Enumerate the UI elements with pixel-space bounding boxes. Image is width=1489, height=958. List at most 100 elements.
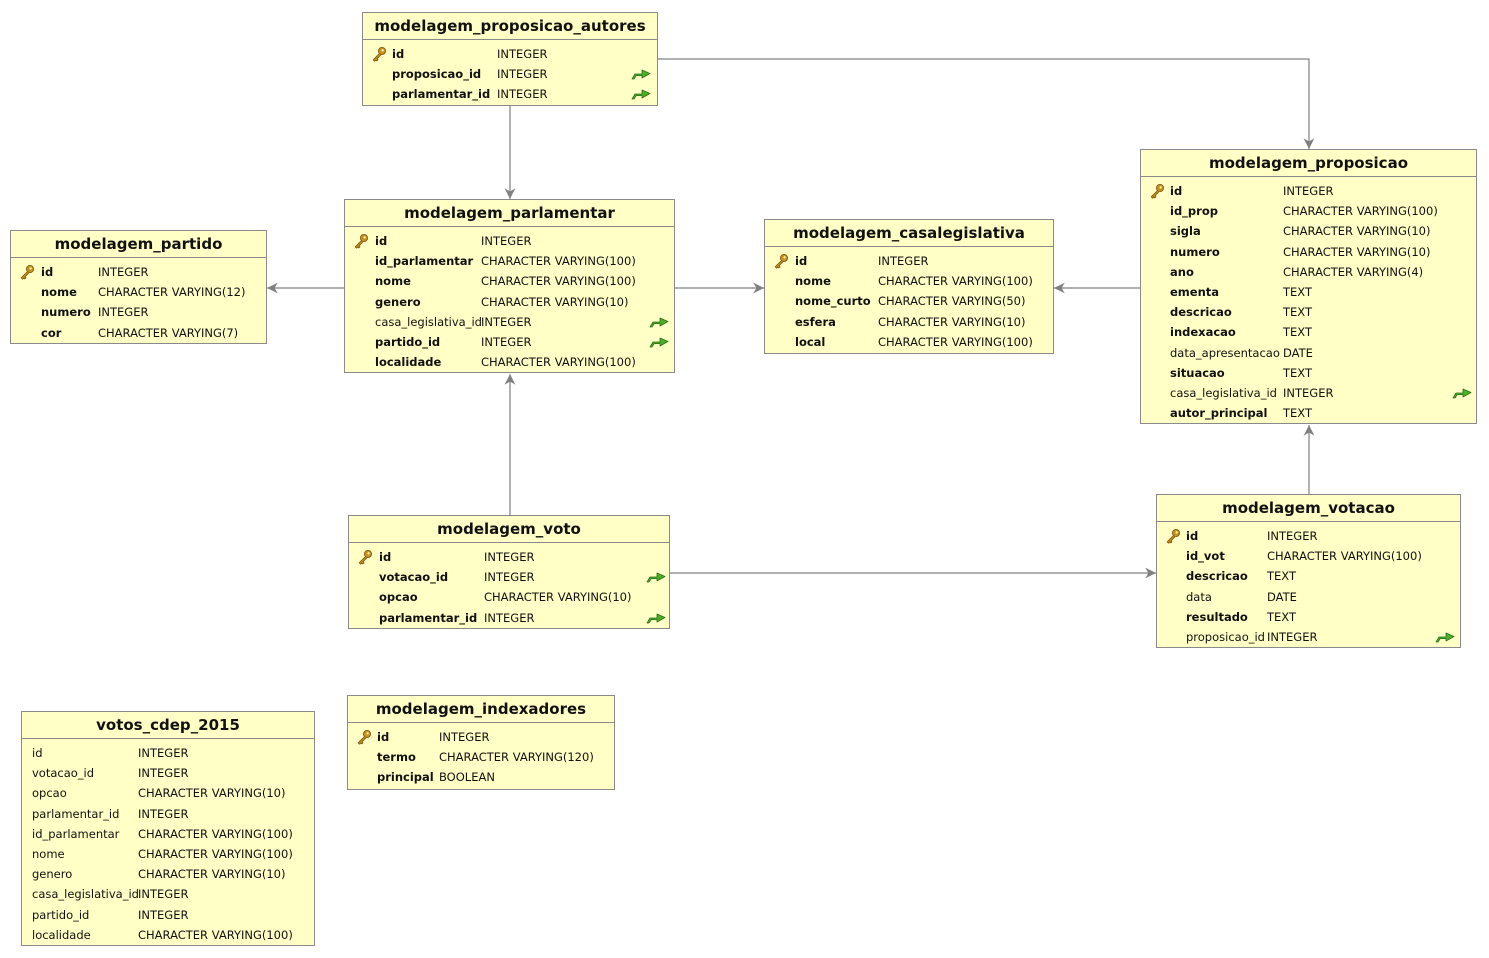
column-name: partido_id — [375, 334, 441, 349]
column-name: genero — [375, 294, 421, 309]
column-type: CHARACTER VARYING(10) — [138, 786, 286, 801]
foreign-key-arrow-icon — [631, 89, 651, 100]
column-type: INTEGER — [481, 234, 532, 248]
table-title: modelagem_proposicao_autores — [363, 13, 657, 40]
column-type: CHARACTER VARYING(7) — [98, 325, 239, 340]
column-type: TEXT — [1283, 325, 1312, 340]
column-name: casa_legislativa_id — [1170, 385, 1277, 400]
foreign-key-arrow-icon — [631, 69, 651, 80]
primary-key-icon — [1150, 184, 1164, 199]
table-title: modelagem_casalegislativa — [765, 220, 1053, 247]
column-name: nome — [41, 285, 77, 300]
table-title: modelagem_voto — [349, 516, 669, 543]
column-type: INTEGER — [98, 265, 149, 279]
column-type: INTEGER — [497, 87, 548, 102]
column-name: situacao — [1170, 365, 1225, 380]
column-name: id — [377, 730, 390, 744]
column-name: proposicao_id — [1186, 629, 1265, 644]
column-type: INTEGER — [138, 766, 189, 781]
column-type: DATE — [1267, 589, 1297, 604]
column-name: nome — [795, 274, 831, 289]
column-row[interactable]: id INTEGER — [11, 262, 266, 282]
primary-key-icon — [1166, 529, 1180, 544]
column-name: opcao — [379, 590, 418, 605]
table-title: modelagem_partido — [11, 231, 266, 258]
column-name: id — [41, 265, 54, 279]
column-name: casa_legislativa_id — [375, 314, 481, 329]
table-title: modelagem_indexadores — [348, 696, 614, 723]
column-type: TEXT — [1267, 609, 1296, 624]
column-name: id_parlamentar — [375, 254, 474, 269]
column-type: CHARACTER VARYING(120) — [439, 750, 594, 765]
column-name: ano — [1170, 264, 1194, 279]
column-name: id — [795, 254, 808, 268]
